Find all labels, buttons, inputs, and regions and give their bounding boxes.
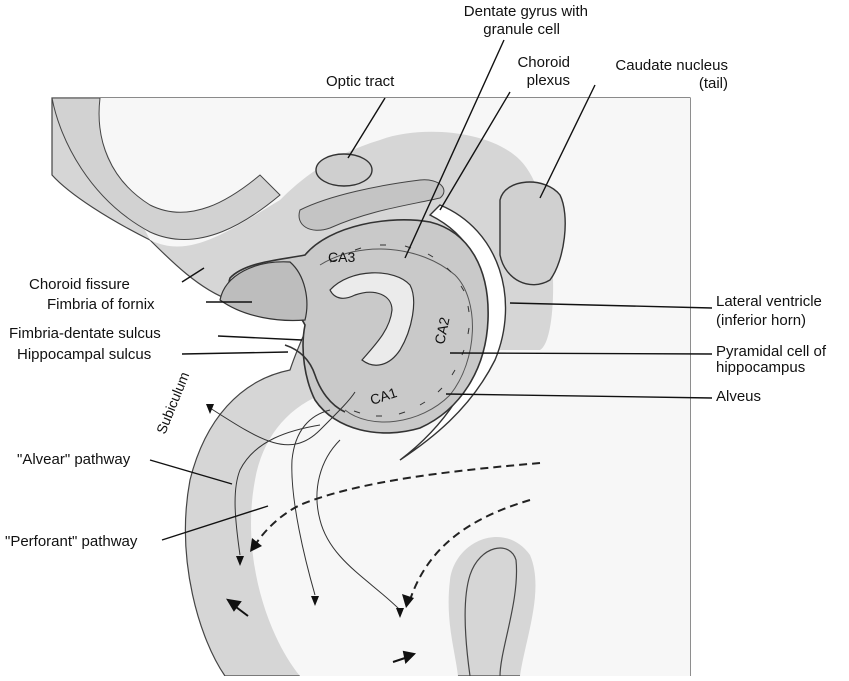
flow-arrows (226, 598, 417, 665)
dentate-gyrus-shape (329, 272, 415, 366)
pyramidal-cell-2 (236, 556, 244, 566)
pyramidal-cells (206, 404, 404, 618)
pyramidal-cell-4 (396, 608, 404, 618)
label-choroid-plexus-1: Choroid (517, 54, 570, 71)
caudate-nucleus (499, 181, 566, 286)
perforant-arrowhead-2 (402, 594, 414, 608)
pathways (209, 391, 541, 611)
cell-fiber-1 (291, 409, 331, 596)
leader-lines (149, 39, 713, 541)
alvear-pathway-lower (234, 424, 321, 556)
label-optic-tract: Optic tract (326, 73, 395, 90)
region-subiculum: Subiculum (153, 370, 192, 437)
label-fimbria-dentate-sulcus: Fimbria-dentate sulcus (9, 325, 161, 342)
label-pyramidal-2: hippocampus (716, 359, 805, 376)
pyramidal-cell-3 (311, 596, 319, 606)
label-alveus: Alveus (716, 388, 761, 405)
label-choroid-plexus-2: plexus (527, 72, 570, 89)
white-matter (90, 98, 690, 676)
label-lateral-ventricle-2: (inferior horn) (716, 312, 806, 329)
region-ca2: CA2 (431, 315, 452, 345)
optic-tract-shape (315, 153, 373, 187)
label-choroid-fissure: Choroid fissure (29, 276, 130, 293)
hippocampal-sulcus-line (284, 344, 346, 413)
label-lateral-ventricle-1: Lateral ventricle (716, 293, 822, 310)
alvear-pathway-fiber (209, 391, 356, 446)
label-dentate-gyrus-2: granule cell (483, 21, 560, 38)
choroid-plexus-shape (298, 179, 445, 231)
label-perforant-pathway: "Perforant" pathway (5, 533, 138, 550)
perforant-arrowhead-1 (250, 538, 262, 552)
perforant-pathway-dashed (254, 462, 541, 546)
cell-fiber-2 (316, 439, 401, 611)
perforant-pathway-dashed-2 (409, 499, 531, 601)
label-pyramidal-1: Pyramidal cell of (716, 343, 827, 360)
hippocampus (219, 219, 489, 434)
label-hippocampal-sulcus: Hippocampal sulcus (17, 346, 151, 363)
label-dentate-gyrus-1: Dentate gyrus with (464, 3, 588, 20)
flow-arrow-left (226, 598, 242, 612)
label-caudate-1: Caudate nucleus (615, 57, 728, 74)
labels: Dentate gyrus with granule cell Choroid … (5, 3, 827, 550)
ca-field-arrows (329, 244, 470, 417)
label-alvear-pathway: "Alvear" pathway (17, 451, 131, 468)
ca-field-curve (319, 248, 473, 423)
upper-cortex-fold (51, 97, 281, 240)
label-fimbria-of-fornix: Fimbria of fornix (47, 296, 155, 313)
label-caudate-2: (tail) (699, 75, 728, 92)
fimbria-shape (219, 261, 308, 322)
pyramidal-cell-1 (206, 404, 214, 414)
region-ca3: CA3 (328, 249, 355, 265)
flow-arrow-right (402, 650, 417, 665)
